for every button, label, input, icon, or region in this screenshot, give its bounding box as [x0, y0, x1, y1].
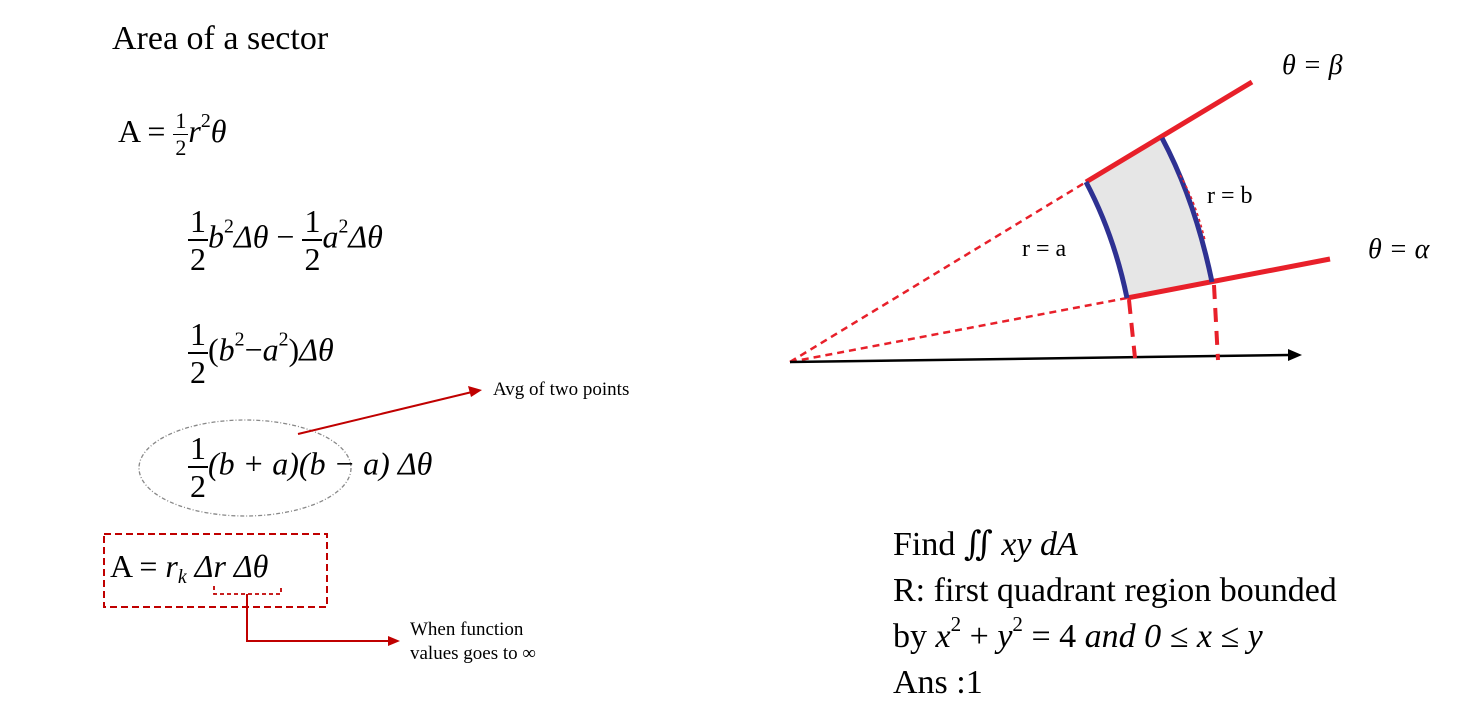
drop-line-a: [1127, 299, 1137, 359]
delta-theta: Δθ: [233, 548, 269, 584]
var-b: b: [208, 218, 224, 255]
dashed-ray-alpha: [789, 296, 1128, 364]
factor-sum: (b + a): [208, 445, 299, 482]
ray-beta: [1084, 79, 1254, 185]
arc-r-a: [1083, 180, 1130, 299]
factor-difference: (b − a): [298, 445, 390, 482]
limit-arrow-head: [388, 636, 400, 646]
delta-theta: Δθ: [397, 445, 433, 482]
limit-arrow-line: [246, 594, 390, 642]
label-r-equals-b: r = b: [1207, 183, 1253, 209]
arc-r-b: [1159, 136, 1215, 283]
x-axis: [789, 353, 1291, 364]
drop-line-b: [1212, 284, 1220, 361]
exponent: 2: [200, 109, 211, 132]
delta-theta: Δθ: [233, 218, 269, 255]
note-limit-line-1: When function: [410, 619, 524, 640]
problem-line-region: R: first quadrant region bounded: [893, 572, 1337, 609]
result-box: [103, 533, 328, 608]
page-title: Area of a sector: [112, 20, 329, 57]
problem-line-find: Find ∬ xy dA: [893, 526, 1078, 563]
ray-alpha: [1126, 256, 1331, 301]
label-theta-beta: θ = β: [1282, 50, 1343, 81]
arc-r-b-highlight: [1179, 174, 1206, 241]
x-axis-arrowhead: [1288, 349, 1302, 361]
equals-sign: =: [147, 112, 166, 149]
problem-statement: Find ∬ xy dA R: first quadrant region bo…: [893, 522, 1337, 706]
var-a: a: [322, 218, 339, 255]
problem-line-bounds: by x2 + y2 = 4 and 0 ≤ x ≤ y: [893, 612, 1263, 655]
avg-highlight-ellipse: [138, 419, 352, 517]
var-theta: θ: [210, 112, 227, 149]
formula-polar-area-element: A = rk Δr Δθ: [110, 548, 269, 588]
note-avg-of-two-points: Avg of two points: [493, 379, 630, 400]
label-theta-alpha: θ = α: [1368, 234, 1430, 265]
note-limit-line-2: values goes to ∞: [410, 642, 536, 664]
formula-lhs: A: [118, 112, 140, 149]
label-r-equals-a: r = a: [1022, 236, 1067, 262]
minus-sign: −: [276, 218, 295, 255]
delta-theta: Δθ: [299, 331, 334, 368]
double-integral-symbol: ∬: [963, 526, 993, 563]
avg-arrow-line: [297, 391, 473, 435]
delta-theta: Δθ: [348, 218, 383, 255]
delta-r: Δr: [194, 548, 226, 584]
problem-answer: Ans :1: [893, 664, 983, 701]
integrand: xy dA: [1001, 526, 1078, 563]
avg-arrow-head: [468, 386, 482, 397]
delta-bracket: [213, 586, 282, 595]
var-r: r: [188, 112, 201, 149]
note-limit: When function values goes to ∞: [410, 618, 536, 666]
dashed-ray-beta: [789, 180, 1087, 364]
